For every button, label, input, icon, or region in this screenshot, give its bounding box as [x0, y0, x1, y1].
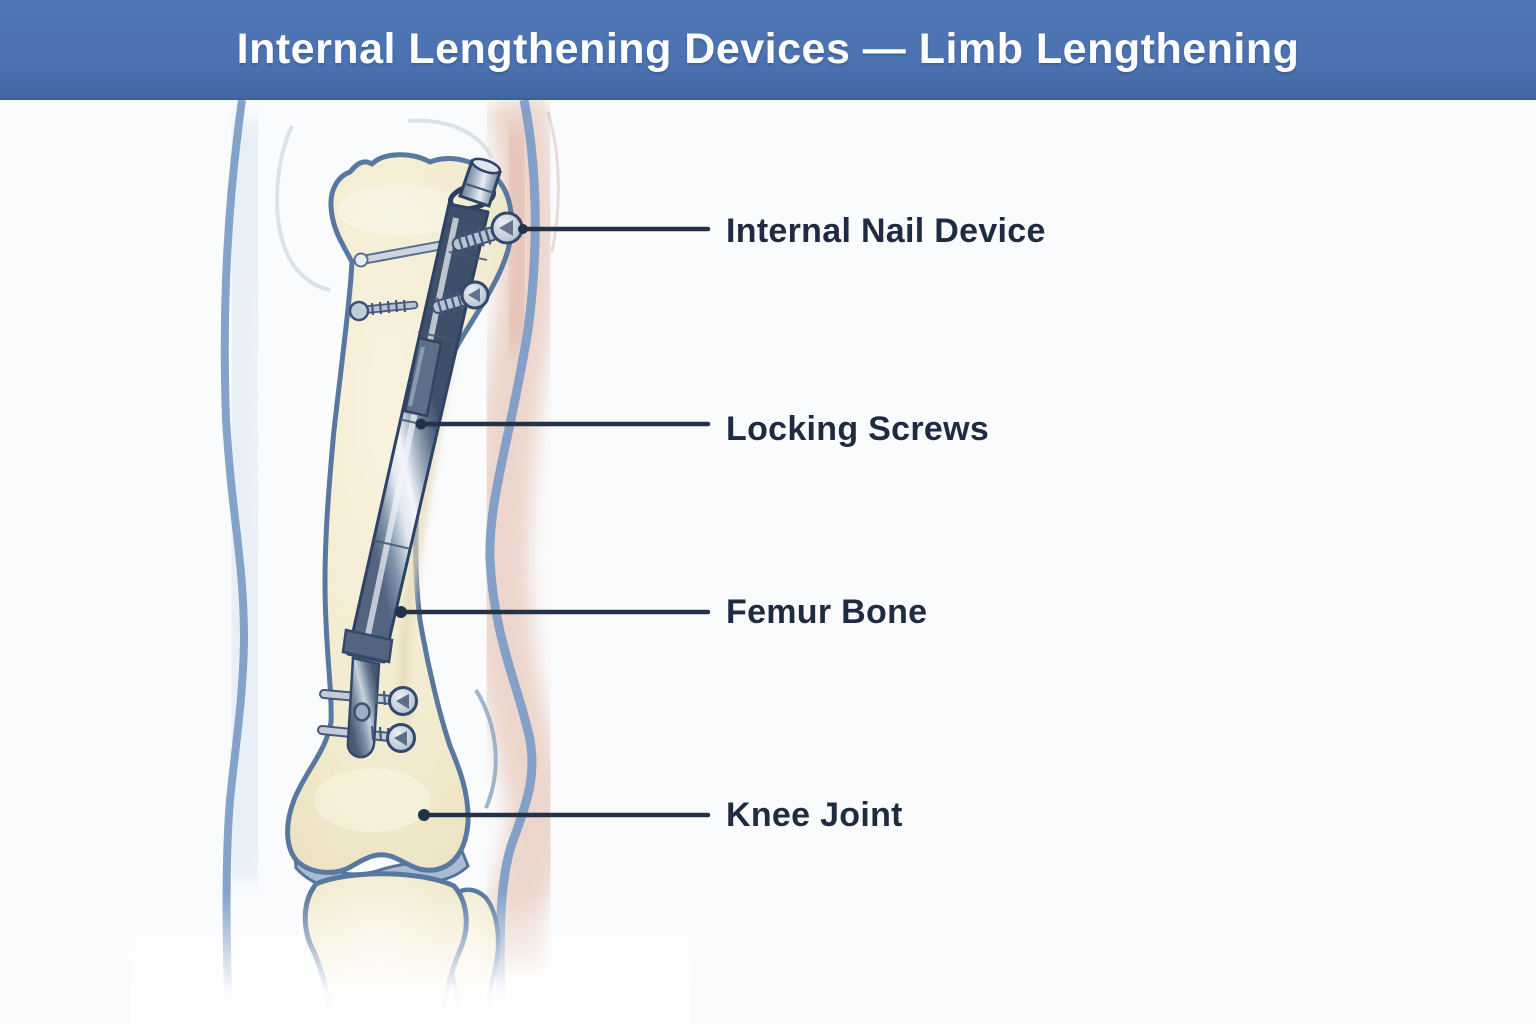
label-locking-screws: Locking Screws	[726, 409, 990, 448]
leader-lines	[395, 224, 711, 821]
title-bar: Internal Lengthening Devices — Limb Leng…	[0, 0, 1536, 100]
label-internal-nail-device: Internal Nail Device	[726, 211, 1046, 250]
nail-rod-hole	[353, 702, 371, 722]
distal-screw-upper-head	[374, 686, 418, 716]
ghost-hip-arc	[275, 125, 331, 292]
leg-silhouette-left	[220, 99, 249, 1024]
guide-pin	[359, 242, 446, 263]
leader-dot-femur-bone	[395, 606, 407, 618]
nail-collar	[341, 628, 394, 664]
locking-screw-mid	[431, 280, 490, 316]
guide-pin-tip	[353, 252, 369, 268]
leader-dot-locking-screws	[415, 418, 427, 430]
leader-dot-knee-joint	[418, 809, 430, 821]
internal-nail-device-shape	[341, 202, 490, 759]
muscle-shading	[499, 128, 534, 352]
label-knee-joint: Knee Joint	[726, 795, 903, 834]
page-title: Internal Lengthening Devices — Limb Leng…	[236, 24, 1300, 73]
bone-highlight-condyle	[314, 768, 430, 832]
leg-silhouette-right	[485, 99, 540, 1024]
leader-dot-internal-nail-device	[518, 224, 528, 234]
knee-skin-fold	[474, 688, 498, 809]
distal-screw-lower-head	[370, 723, 416, 753]
nail-top-cylinder	[458, 157, 502, 208]
locking-screw-left	[348, 299, 419, 322]
nail-highlight	[363, 217, 459, 645]
bone-highlight-top	[338, 184, 462, 236]
locking-screw-top	[451, 211, 524, 253]
label-femur-bone: Femur Bone	[726, 592, 928, 631]
inner-leg-shading	[209, 117, 280, 882]
ghost-trochanter-arc	[407, 118, 494, 159]
bottom-fade	[130, 892, 690, 1024]
ghost-skin-arc	[546, 111, 560, 253]
